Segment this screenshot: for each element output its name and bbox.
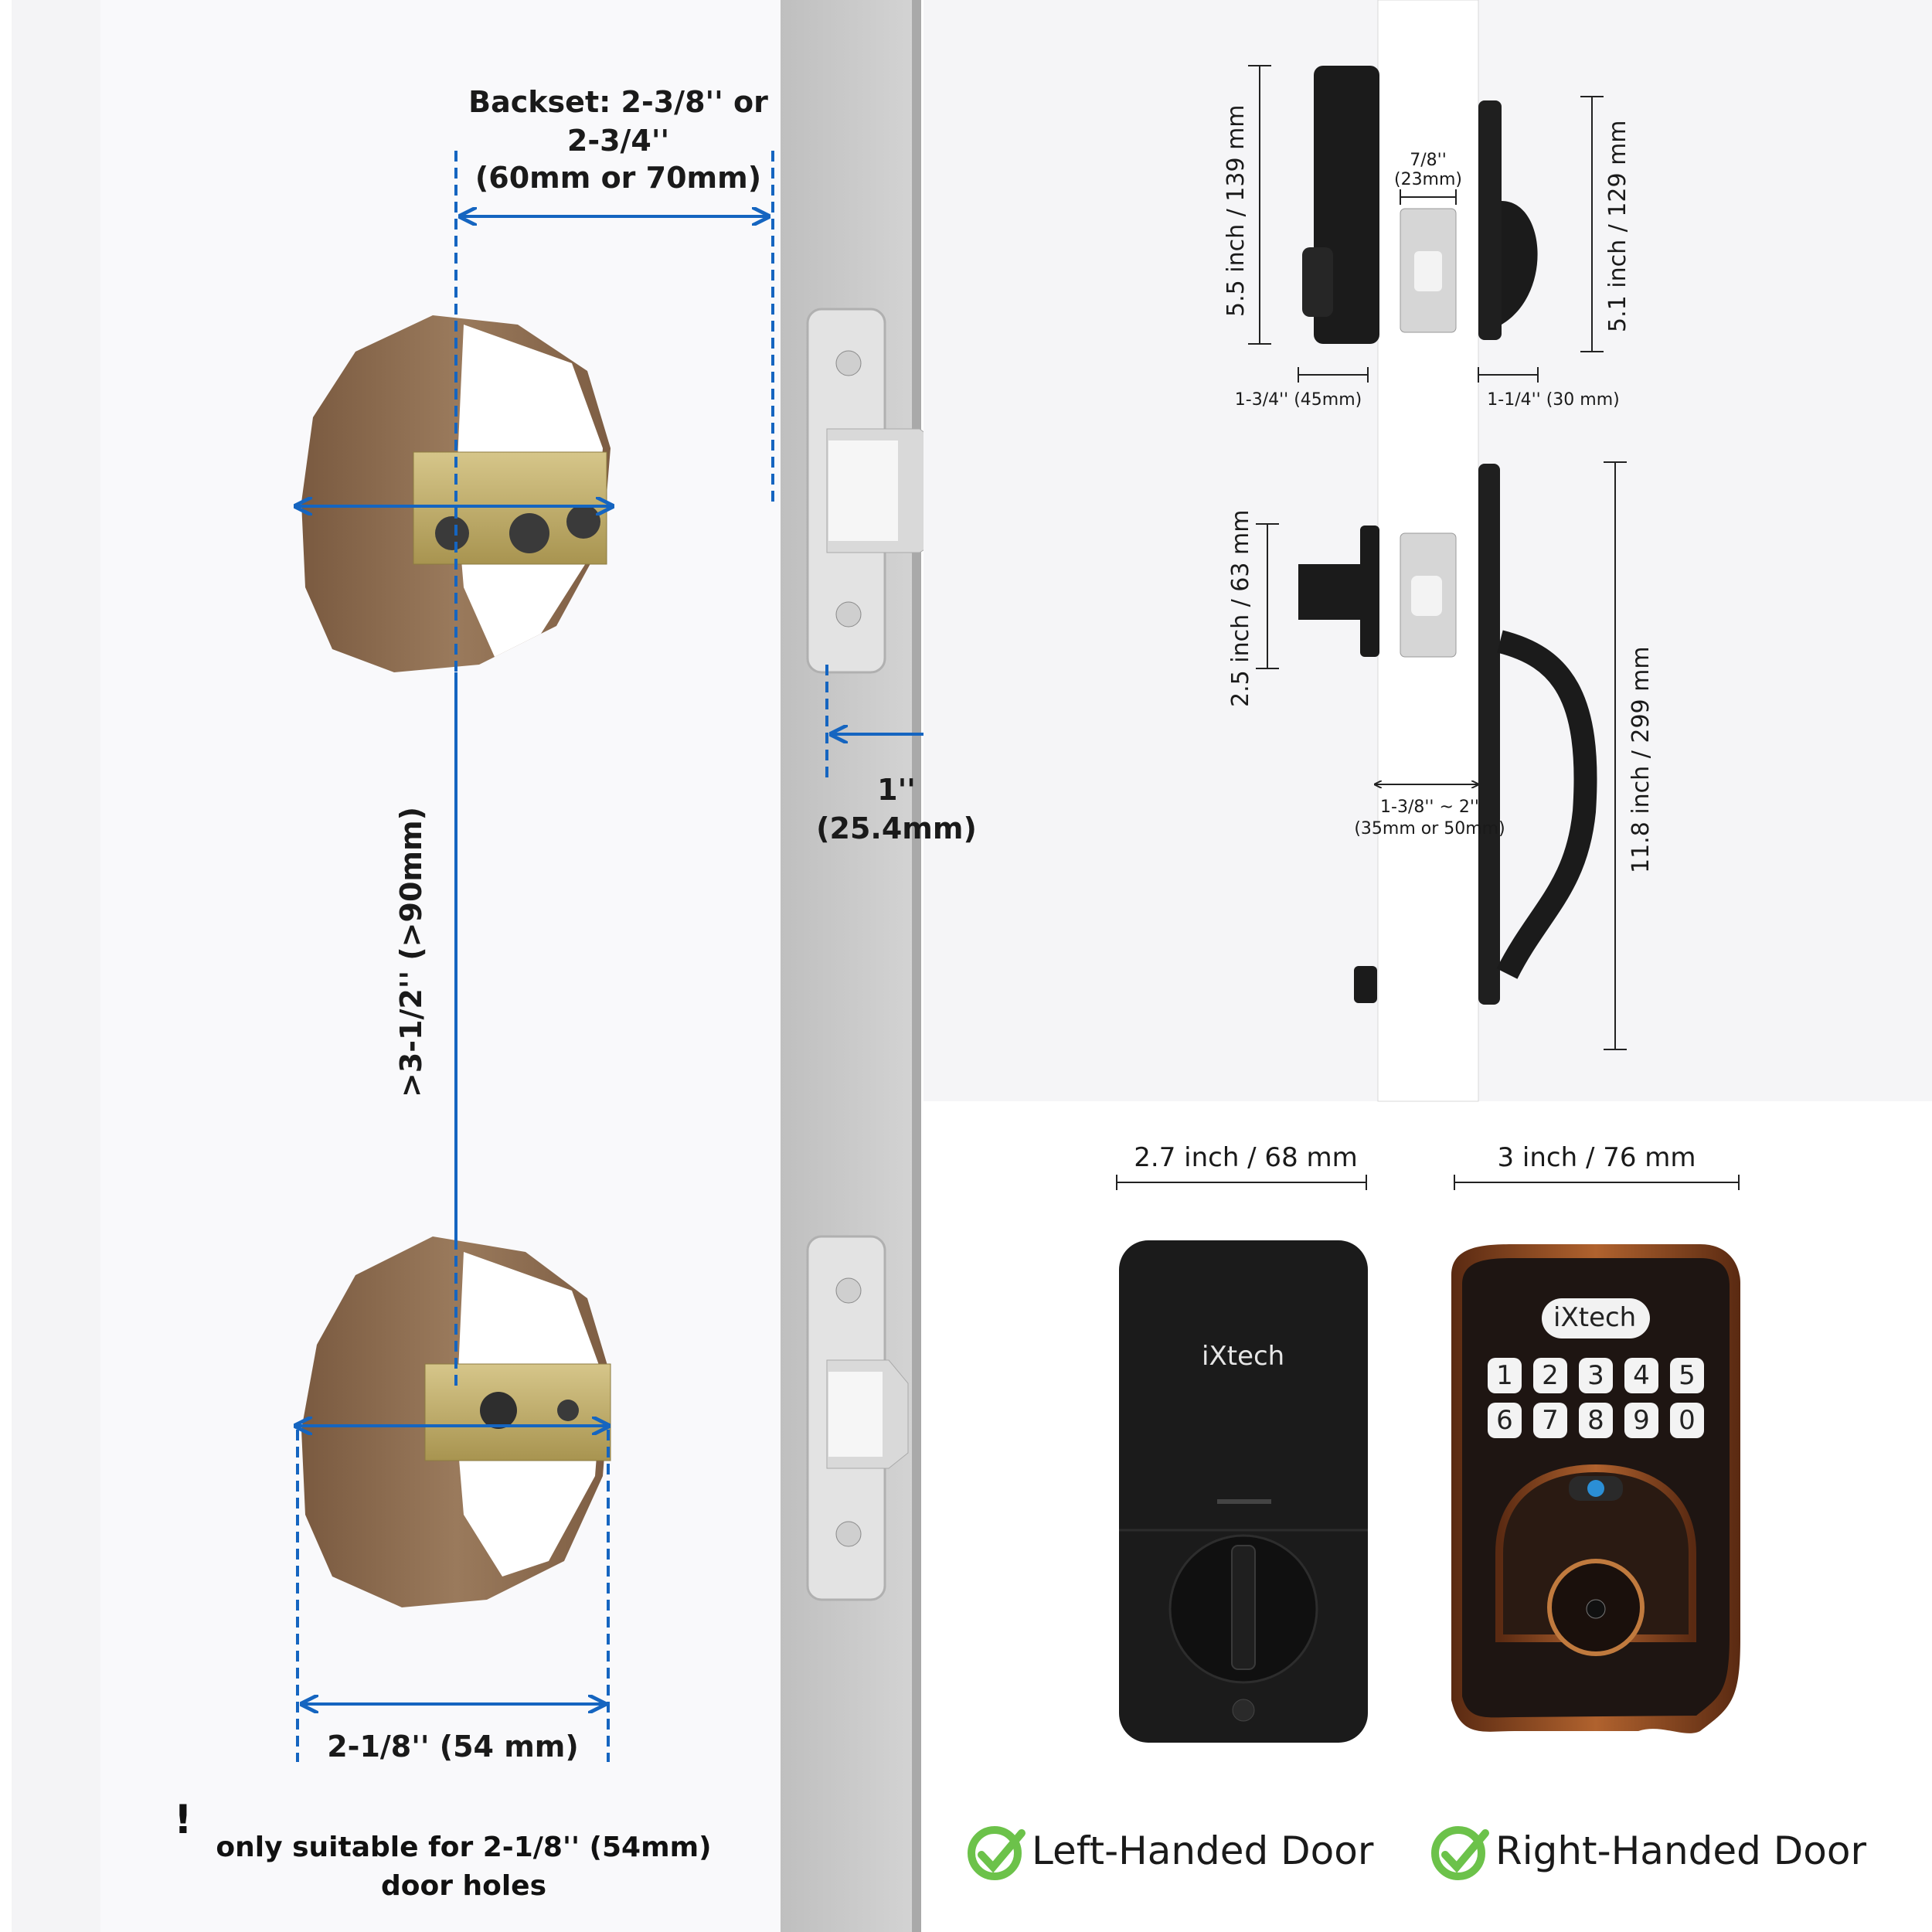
hole-size-label: 2-1/8'' (54 mm) — [327, 1730, 579, 1764]
key-4[interactable]: 4 — [1624, 1358, 1658, 1393]
plate-width-label: 7/8'' — [1410, 151, 1447, 170]
door-face — [12, 0, 921, 1932]
inside-depth-label: 1-3/4'' (45mm) — [1234, 390, 1362, 410]
key-1[interactable]: 1 — [1488, 1358, 1522, 1393]
backset-metric: (60mm or 70mm) — [474, 161, 762, 195]
side-view-panel — [923, 0, 1932, 1190]
keypad-height-label: 5.1 inch / 129 mm — [1604, 120, 1631, 332]
door-thickness-label: 1-3/8'' ~ 2'' — [1380, 798, 1479, 817]
outside-brand-logo: iXtech — [1553, 1302, 1637, 1333]
deadbolt-height-label: 5.5 inch / 139 mm — [1223, 104, 1250, 317]
key-6[interactable]: 6 — [1488, 1403, 1522, 1438]
spacing-label: >3-1/2'' (>90mm) — [394, 807, 428, 1097]
edge-metric: (25.4mm) — [816, 811, 977, 845]
door-thickness-metric: (35mm or 50mm) — [1354, 819, 1505, 838]
warning-line-1: only suitable for 2-1/8'' (54mm) — [216, 1832, 712, 1863]
outside-width-label: 3 inch / 76 mm — [1497, 1142, 1696, 1173]
key-0[interactable]: 0 — [1670, 1403, 1704, 1438]
key-7[interactable]: 7 — [1533, 1403, 1567, 1438]
key-8[interactable]: 8 — [1579, 1403, 1613, 1438]
inside-width-label: 2.7 inch / 68 mm — [1134, 1142, 1358, 1173]
key-2[interactable]: 2 — [1533, 1358, 1567, 1393]
latch-plate-top — [806, 308, 951, 674]
outside-depth-label: 1-1/4'' (30 mm) — [1487, 390, 1620, 410]
plate-width-metric: (23mm) — [1393, 170, 1463, 189]
handle-total-height-label: 11.8 inch / 299 mm — [1628, 646, 1655, 873]
inside-brand-logo: iXtech — [1202, 1341, 1285, 1372]
warning-line-2: door holes — [380, 1870, 547, 1902]
check-icons — [968, 1826, 1489, 1880]
backset-label: Backset: 2-3/8'' or — [468, 85, 768, 119]
right-handed-door-label: Right-Handed Door — [1495, 1828, 1867, 1873]
backset-label-2: 2-3/4'' — [566, 124, 670, 158]
warning-icon: ! — [174, 1797, 192, 1843]
key-5[interactable]: 5 — [1670, 1358, 1704, 1393]
latch-plate-bottom — [806, 1235, 909, 1601]
inside-lock-unit — [1119, 1240, 1368, 1743]
left-handed-door-label: Left-Handed Door — [1032, 1828, 1374, 1873]
key-3[interactable]: 3 — [1579, 1358, 1613, 1393]
edge-label: 1'' — [877, 773, 916, 807]
outside-keypad-unit — [1451, 1244, 1740, 1733]
key-9[interactable]: 9 — [1624, 1403, 1658, 1438]
handle-inner-height-label: 2.5 inch / 63 mm — [1227, 509, 1254, 707]
